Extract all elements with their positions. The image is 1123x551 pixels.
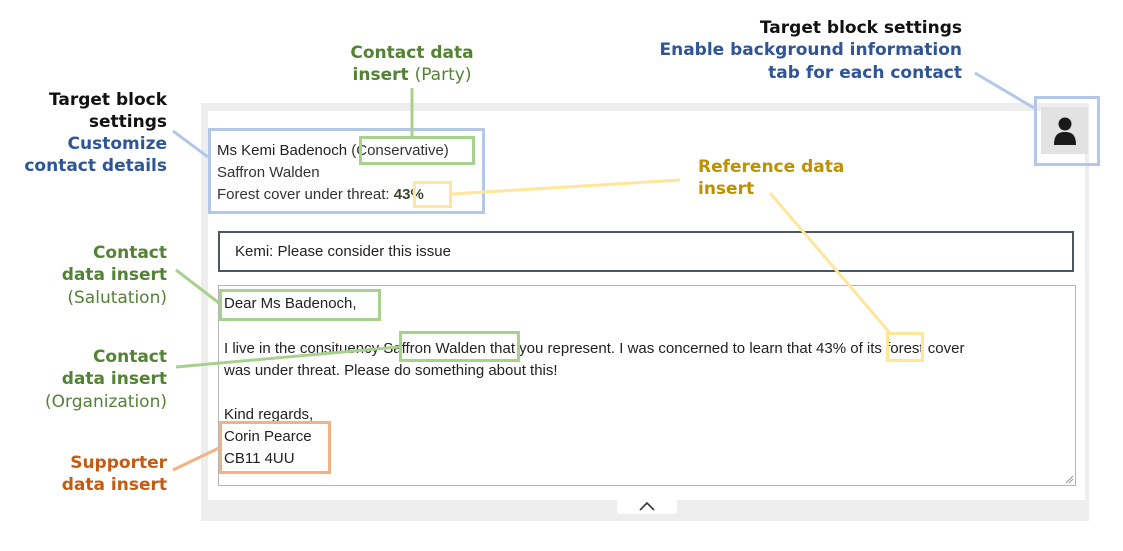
annotation-party-line2: insert (Party) xyxy=(330,64,494,86)
annotation-salutation-line2: data insert xyxy=(61,265,167,285)
reference-label: Forest cover under threat: xyxy=(217,186,390,203)
annotation-party-paren: (Party) xyxy=(414,65,472,85)
body-text-part: I live in the consituency xyxy=(224,340,380,357)
person-icon xyxy=(1053,117,1076,145)
body-text-part: of its forest cover xyxy=(850,340,965,357)
reference-highlight xyxy=(413,181,452,208)
body-line: was under threat. Please do something ab… xyxy=(224,362,558,379)
annotation-top-right-line2: tab for each contact xyxy=(768,63,962,83)
annotation-left-target-blue2: contact details xyxy=(24,156,167,176)
organization-insert: Saffron Walden xyxy=(383,340,486,357)
annotation-left-target-line2: settings xyxy=(88,112,167,132)
background-tab-highlight xyxy=(1034,96,1100,166)
subject-text: Kemi: Please consider this issue xyxy=(235,243,451,260)
body-text-part: that you represent. I was concerned to l… xyxy=(490,340,812,357)
annotation-org-line1: Contact xyxy=(92,347,167,367)
background-info-tab[interactable] xyxy=(1041,107,1088,154)
annotation-left-target-line1: Target block xyxy=(48,90,167,110)
supporter-highlight xyxy=(219,421,331,474)
contact-name: Ms Kemi Badenoch xyxy=(217,142,348,159)
annotation-party-line1: Contact data xyxy=(350,43,474,63)
supporter-postcode: CB11 4UU xyxy=(224,450,295,467)
closing-line: Kind regards, xyxy=(224,406,314,423)
annotation-supporter-line1: Supporter xyxy=(70,453,167,473)
annotation-party-bold: insert xyxy=(352,65,409,85)
chevron-up-icon xyxy=(639,501,655,511)
annotation-reference-line1: Reference data xyxy=(698,157,845,177)
annotation-salutation-line1: Contact xyxy=(92,243,167,263)
supporter-name: Corin Pearce xyxy=(224,428,312,445)
annotation-left-target-blue1: Customize xyxy=(67,134,167,154)
salutation-line: Dear Ms Badenoch, xyxy=(224,295,357,312)
annotation-top-right-line1: Enable background information xyxy=(659,40,963,60)
reference-value: 43% xyxy=(393,186,424,203)
reference-insert: 43% xyxy=(816,340,847,357)
resize-grip-icon[interactable] xyxy=(1064,474,1074,484)
party-highlight xyxy=(359,136,475,165)
organization-highlight xyxy=(399,331,520,362)
contact-details: Ms Kemi Badenoch (Conservative) Saffron … xyxy=(217,140,449,206)
annotation-reference-line2: insert xyxy=(698,179,755,199)
annotation-org-line2: data insert xyxy=(61,369,167,389)
contact-organization: Saffron Walden xyxy=(217,164,320,181)
contact-details-highlight xyxy=(208,128,485,214)
annotation-org-paren: (Organization) xyxy=(45,392,167,412)
contact-party: (Conservative) xyxy=(351,142,449,159)
annotation-supporter-line2: data insert xyxy=(61,475,167,495)
salutation-highlight xyxy=(219,289,381,321)
subject-field[interactable]: Kemi: Please consider this issue xyxy=(218,231,1074,272)
email-body-text: Dear Ms Badenoch, I live in the consitue… xyxy=(224,292,964,470)
annotation-salutation-paren: (Salutation) xyxy=(67,288,167,308)
annotation-top-right-title: Target block settings xyxy=(759,18,962,38)
reference-body-highlight xyxy=(886,332,924,362)
collapse-button[interactable] xyxy=(617,498,677,514)
